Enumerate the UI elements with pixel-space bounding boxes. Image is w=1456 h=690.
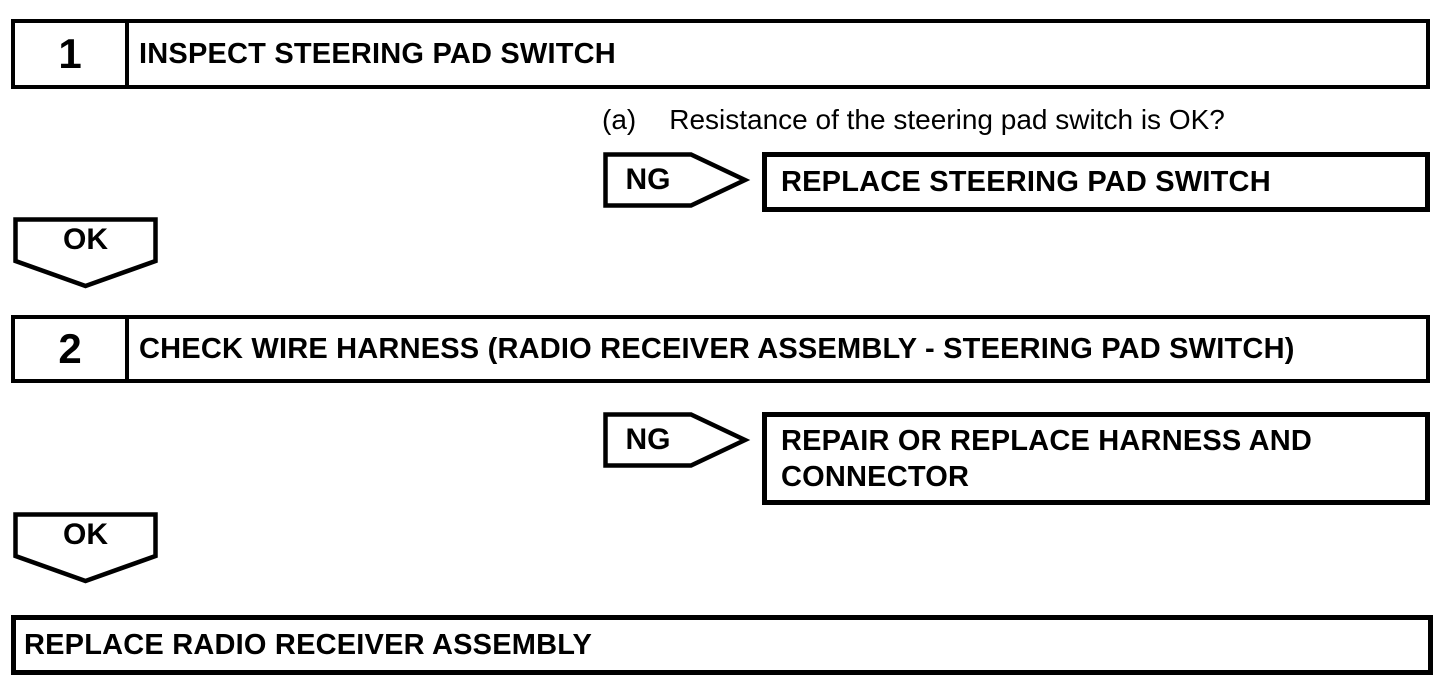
- step-1-question-line: (a) Resistance of the steering pad switch…: [602, 103, 1225, 137]
- step-1-title: INSPECT STEERING PAD SWITCH: [139, 37, 616, 70]
- ok-pentagon-shape: [13, 217, 158, 289]
- step-1-ok-arrow-down-icon: OK: [13, 217, 158, 289]
- step-1-question-text: Resistance of the steering pad switch is…: [669, 104, 1225, 135]
- step-1-number: 1: [15, 23, 129, 85]
- step-1-ng-result-box: REPLACE STEERING PAD SWITCH: [762, 152, 1430, 212]
- step-2-ok-arrow-down-icon: OK: [13, 512, 158, 584]
- step-1-ng-label: NG: [625, 163, 671, 196]
- step-1-ng-arrow-right-icon: NG: [603, 152, 751, 208]
- step-1-header-box: 1 INSPECT STEERING PAD SWITCH: [11, 19, 1430, 89]
- final-action-box: REPLACE RADIO RECEIVER ASSEMBLY: [11, 615, 1433, 675]
- step-1-question-label: (a): [602, 104, 637, 135]
- step-2-ng-result-box: REPAIR OR REPLACE HARNESS AND CONNECTOR: [762, 412, 1430, 505]
- step-2-title: CHECK WIRE HARNESS (RADIO RECEIVER ASSEM…: [139, 332, 1295, 365]
- ng-pentagon-shape: [603, 412, 751, 468]
- step-2-ok-label: OK: [63, 518, 108, 551]
- step-2-ng-arrow-right-icon: NG: [603, 412, 751, 468]
- ng-pentagon-shape: [603, 152, 751, 208]
- step-2-number: 2: [15, 319, 129, 379]
- step-1-ok-label: OK: [63, 223, 108, 256]
- ok-pentagon-shape: [13, 512, 158, 584]
- step-2-header-box: 2 CHECK WIRE HARNESS (RADIO RECEIVER ASS…: [11, 315, 1430, 383]
- step-2-ng-label: NG: [625, 423, 671, 456]
